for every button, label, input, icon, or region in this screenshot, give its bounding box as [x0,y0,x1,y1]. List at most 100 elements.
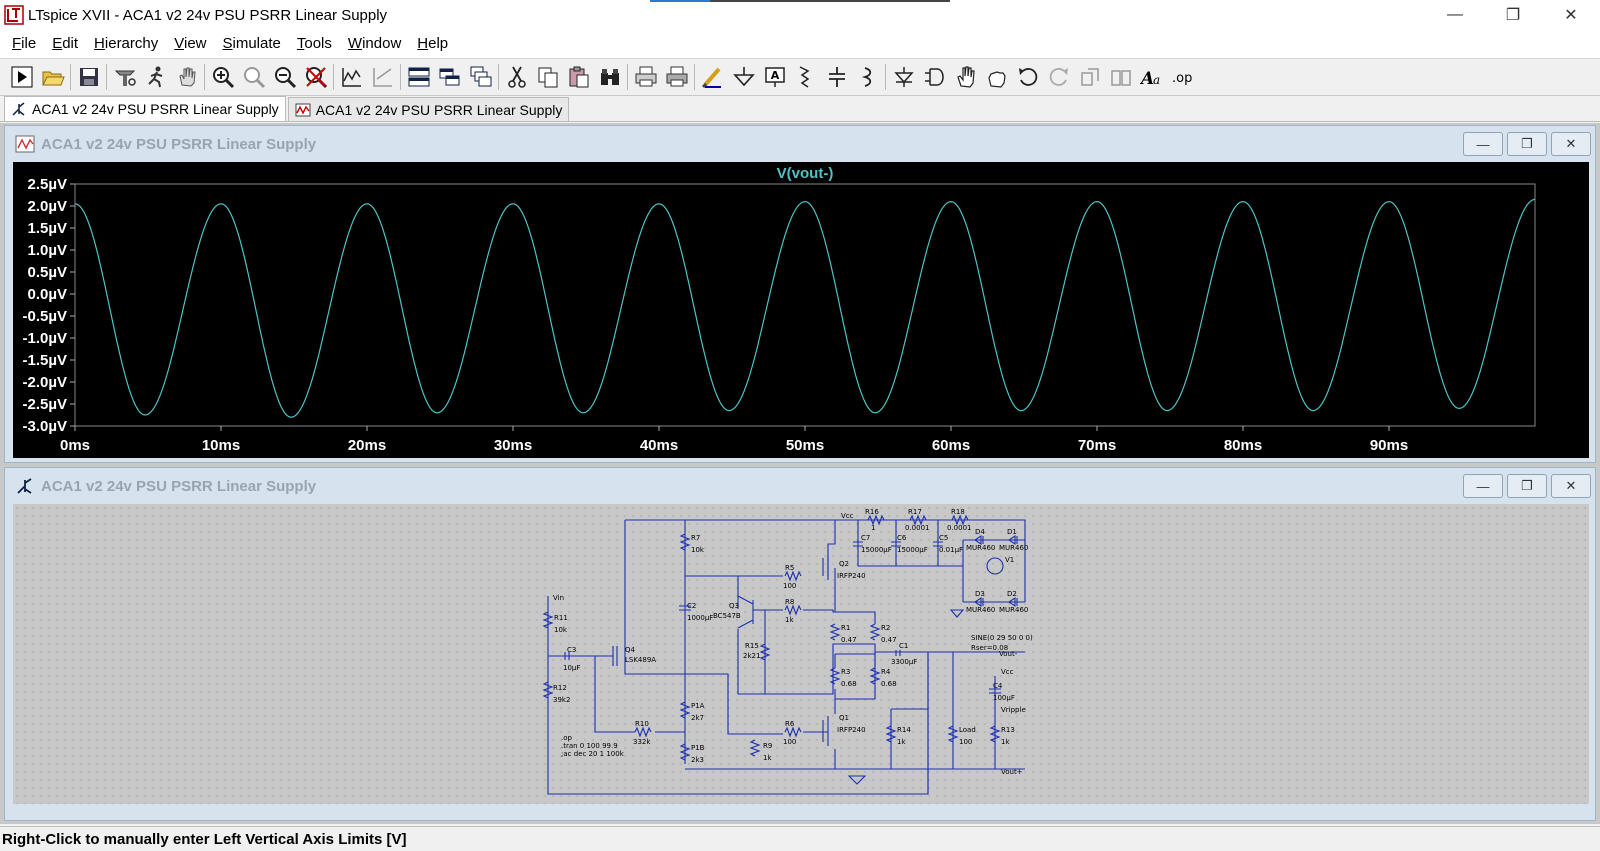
open-button[interactable] [37,62,68,92]
control-panel-button[interactable] [109,62,140,92]
x-tick-label: 10ms [202,437,240,454]
move-button[interactable] [950,62,981,92]
capacitor-button[interactable] [821,62,852,92]
label-q1: Q1 [839,714,849,722]
run-halt-button[interactable] [140,62,171,92]
svg-text:A: A [1140,69,1154,89]
label-r5-value: 100 [783,582,796,590]
schematic-maximize-button[interactable]: ❐ [1507,474,1547,498]
rotate-icon [1080,68,1099,86]
ground-button[interactable] [728,62,759,92]
undo-button[interactable] [1012,62,1043,92]
status-text: Right-Click to manually enter Left Verti… [2,830,407,848]
schematic-parts [564,534,1018,785]
x-tick-label: 60ms [932,437,970,454]
menu-simulate[interactable]: Simulate [215,32,289,56]
pan-button[interactable] [171,62,202,92]
cut-button[interactable] [501,62,532,92]
copy-button[interactable] [532,62,563,92]
print-setup-button[interactable] [630,62,661,92]
print-button[interactable] [661,62,692,92]
find-button[interactable] [594,62,625,92]
menu-help[interactable]: Help [409,32,456,56]
redo-button[interactable] [1043,62,1074,92]
menu-window[interactable]: Window [340,32,409,56]
label-r12: R12 [553,684,567,692]
paste-button[interactable] [563,62,594,92]
schematic-minimize-button[interactable]: — [1463,474,1503,498]
label-q2-value: IRFP240 [837,572,866,580]
open-icon [41,71,65,86]
schematic-window-titlebar[interactable]: ACA1 v2 24v PSU PSRR Linear Supply — ❐ ✕ [5,468,1595,504]
tab-waveform-label: ACA1 v2 24v PSU PSRR Linear Supply [315,101,563,118]
wire-button[interactable] [697,62,728,92]
schematic-drawing[interactable]: Vcc R16 1 R17 0.0001 R18 0.0001 C7 15000… [13,504,1589,804]
component-button[interactable] [919,62,950,92]
find-icon [600,69,619,85]
trace-vout-minus [74,198,1536,418]
inductor-icon [861,67,871,87]
x-tick-label: 0ms [60,437,90,454]
run-button[interactable] [6,62,37,92]
spice-directive-button[interactable]: .op [1167,62,1198,92]
diode-button[interactable] [888,62,919,92]
mirror-button[interactable] [1105,62,1136,92]
zoom-out-icon [274,67,296,89]
autorange-button[interactable] [336,62,367,92]
menu-hierarchy[interactable]: Hierarchy [86,32,166,56]
menu-tools[interactable]: Tools [289,32,340,56]
window-title: LTspice XVII - ACA1 v2 24v PSU PSRR Line… [28,6,388,24]
menu-window-label: indow [362,35,402,52]
ltspice-logo-icon [4,5,24,25]
tile-horizontal-button[interactable] [403,62,434,92]
schematic-resistors [542,514,1001,761]
y-tick-label: -2.5µV [23,396,68,413]
y-tick-label: 2.0µV [28,198,68,215]
inductor-button[interactable] [852,62,883,92]
zoom-fit-button[interactable] [238,62,269,92]
rotate-button[interactable] [1074,62,1105,92]
waveform-minimize-button[interactable]: — [1463,132,1503,156]
zoom-cancel-button[interactable] [300,62,331,92]
menu-file[interactable]: File [4,32,44,56]
label-c5-value: 0.01µF [939,546,963,554]
x-tick-label: 40ms [640,437,678,454]
label-net-button[interactable]: A [759,62,790,92]
title-bar: LTspice XVII - ACA1 v2 24v PSU PSRR Line… [0,0,1600,30]
plot-frame [74,183,1536,427]
waveform-window-titlebar[interactable]: ACA1 v2 24v PSU PSRR Linear Supply — ❐ ✕ [5,126,1595,162]
tab-waveform[interactable]: ACA1 v2 24v PSU PSRR Linear Supply [287,97,570,121]
tile-vertical-button[interactable] [434,62,465,92]
close-button[interactable]: ✕ [1564,7,1578,24]
zoom-out-button[interactable] [269,62,300,92]
waveform-maximize-button[interactable]: ❐ [1507,132,1547,156]
menu-edit[interactable]: Edit [44,32,86,56]
schematic-close-button[interactable]: ✕ [1551,474,1591,498]
y-tick-label: -1.0µV [23,330,68,347]
zoom-in-button[interactable] [207,62,238,92]
tab-schematic[interactable]: ACA1 v2 24v PSU PSRR Linear Supply [4,96,286,121]
menu-tools-mnemonic: T [296,35,305,52]
text-icon: Aa [1140,69,1160,89]
waveform-plot[interactable]: V(vout-)2.5µV2.0µV1.5µV1.0µV0.5µV0.0µV-0… [13,162,1589,458]
svg-text:.op: .op [1172,71,1192,86]
label-r8: R8 [785,598,794,606]
label-r7-value: 10k [691,546,705,554]
waveform-close-button[interactable]: ✕ [1551,132,1591,156]
schematic-canvas[interactable]: Vcc R16 1 R17 0.0001 R18 0.0001 C7 15000… [13,504,1589,804]
delete-traces-button[interactable] [367,62,398,92]
diode-icon [893,67,914,87]
maximize-button[interactable]: ❐ [1505,7,1521,24]
drag-button[interactable] [981,62,1012,92]
x-tick-label: 70ms [1078,437,1116,454]
menu-view[interactable]: View [166,32,214,56]
label-c3: C3 [567,646,576,654]
resistor-button[interactable] [790,62,821,92]
cascade-button[interactable] [465,62,496,92]
save-button[interactable] [73,62,104,92]
minimize-button[interactable]: — [1447,6,1463,23]
menu-hierarchy-mnemonic: H [94,35,105,52]
autorange-icon [341,68,361,87]
